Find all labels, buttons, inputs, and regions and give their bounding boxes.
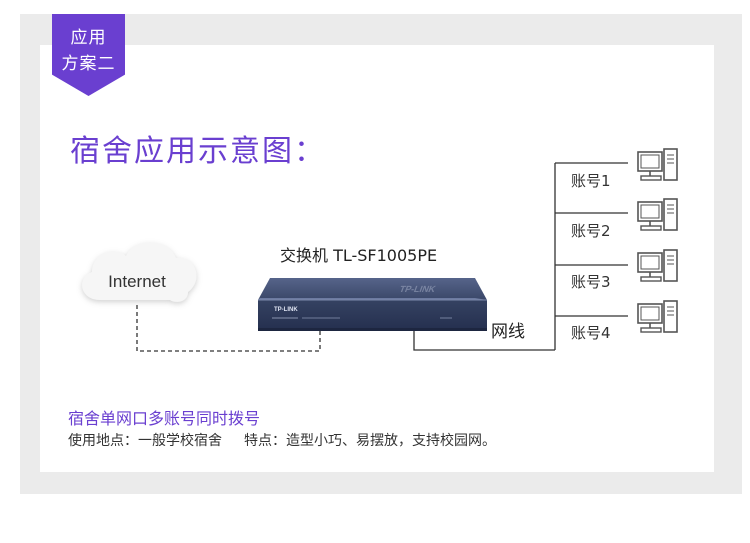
switch-label: 交换机 TL-SF1005PE (280, 246, 437, 265)
computer-icon-1 (637, 148, 678, 181)
network-cable (413, 330, 555, 351)
badge-line-1: 应用 (70, 28, 107, 48)
scenario-description: 使用地点：一般学校宿舍 特点：造型小巧、易摆放，支持校园网。 (68, 430, 496, 450)
switch-device-icon: TP-LINK TP-LINK (258, 278, 487, 331)
product-features: 特点：造型小巧、易摆放，支持校园网。 (244, 433, 496, 449)
computer-icon-3 (637, 249, 678, 282)
svg-text:TP-LINK: TP-LINK (398, 284, 437, 294)
computer-icon-2 (637, 198, 678, 231)
computer-icon-4 (637, 300, 678, 333)
account-label-3: 账号3 (571, 273, 611, 291)
dashed-uplink (136, 305, 321, 352)
account-label-1: 账号1 (571, 172, 611, 190)
badge-line-2: 方案二 (61, 54, 116, 74)
page-title: 宿舍应用示意图： (70, 134, 326, 169)
account-label-2: 账号2 (571, 222, 611, 240)
scenario-headline: 宿舍单网口多账号同时拨号 (68, 409, 261, 428)
internet-cloud-icon (82, 242, 197, 302)
cloud-label: Internet (108, 272, 166, 291)
cable-label: 网线 (491, 322, 525, 342)
account-label-4: 账号4 (571, 324, 611, 342)
switch-brand: TP-LINK (274, 307, 298, 313)
usage-location: 使用地点：一般学校宿舍 (68, 433, 222, 449)
